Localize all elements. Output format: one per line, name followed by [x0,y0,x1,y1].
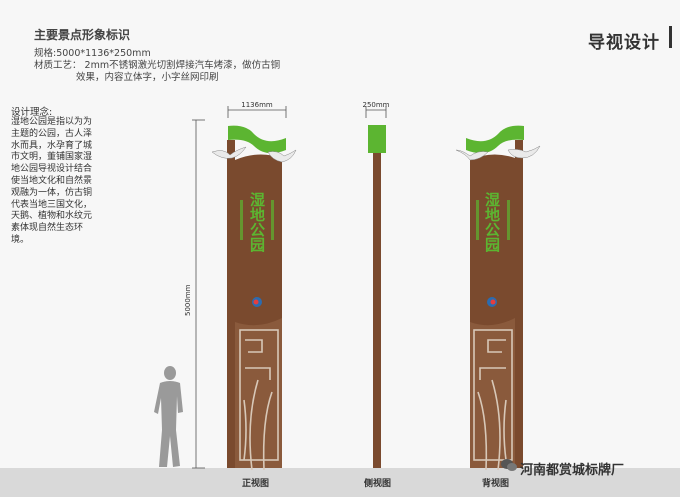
concept-body: 湿地公园是指以为为主题的公园，古人泽水而具，水孕育了城市文明，董铺国家湿地公园导… [11,117,93,245]
height-dimension [192,119,205,469]
back-view-caption: 背视图 [482,479,510,489]
material-text-line1: 材质工艺： 2mm不锈钢激光切割焊接汽车烤漆，做仿古铜 [34,60,281,71]
width-dimension [227,106,287,118]
watermark-text: 河南都赏城标牌厂 [520,463,625,478]
info-title: 主要景点形象标识 [34,28,131,42]
height-dimension-label: 5000mm [184,284,192,316]
front-view-sign [211,125,297,471]
ground-strip [0,468,680,497]
width-dimension-label: 1136mm [241,101,273,109]
back-sign-text: 湿地公园 [483,192,501,253]
header-accent-bar [669,26,672,48]
wechat-icon [501,459,517,471]
front-sign-text: 湿地公园 [248,192,266,253]
human-scale-figure [154,366,183,467]
header-title: 导视设计 [588,33,660,53]
concept-label: 设计理念: [11,107,53,118]
front-view-caption: 正视图 [242,479,270,489]
back-view-sign [455,125,541,471]
side-view-caption: 侧视图 [364,479,392,489]
depth-dimension [365,106,387,118]
depth-dimension-label: 250mm [363,101,390,109]
spec-text: 规格:5000*1136*250mm [34,48,151,59]
side-view-sign [368,125,386,468]
material-text-line2: 效果，内容立体字，小字丝网印刷 [76,72,219,83]
